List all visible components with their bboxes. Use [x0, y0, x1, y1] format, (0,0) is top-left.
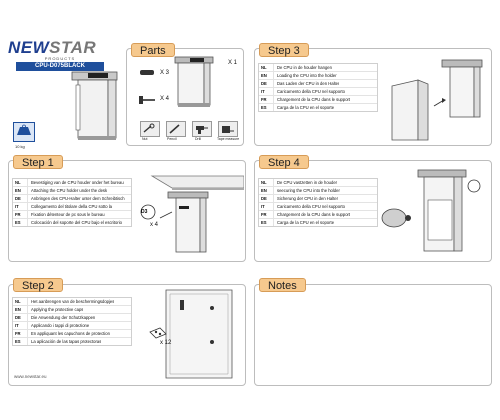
lang-code: DE	[13, 195, 28, 202]
lang-text: Caricamento della CPU nel supporto	[277, 204, 345, 209]
lang-text: De CPU vastzetten in de houder	[277, 180, 338, 185]
step1-title: Step 1	[13, 155, 63, 169]
step4-illustration	[381, 169, 481, 252]
model-badge: CPU-D075BLACK	[16, 62, 104, 71]
step3-illustration	[391, 59, 483, 141]
lang-code: ES	[13, 219, 28, 226]
lang-code: NL	[13, 179, 28, 186]
lang-text: Carga de la CPU en el soporte	[277, 220, 335, 225]
notes-panel	[254, 284, 492, 386]
lang-code: DE	[259, 80, 274, 87]
lang-code: FR	[13, 330, 28, 337]
lang-text: Chargement de la CPU dans le support	[277, 97, 351, 102]
step4-title: Step 4	[259, 155, 309, 169]
lang-text: Fixation détenteur de pc sous le bureau	[31, 212, 105, 217]
lang-code: FR	[259, 96, 274, 103]
screw-icon	[139, 96, 155, 104]
lang-code: DE	[259, 195, 274, 202]
tool-tape	[218, 121, 238, 137]
lang-text: Chargement de la CPU dans le support	[277, 212, 351, 217]
lang-text: Collegamento del titolare della CPU sott…	[31, 204, 113, 209]
lang-code: EN	[13, 187, 28, 194]
tool-drill	[192, 121, 212, 137]
tool-label-pencil: Pencil	[167, 137, 177, 141]
holder-part-image	[174, 56, 214, 107]
lang-code: FR	[13, 211, 28, 218]
weight-badge	[13, 122, 35, 142]
lang-code: EN	[259, 72, 274, 79]
caps-icon	[140, 70, 154, 75]
lang-code: NL	[13, 298, 28, 305]
lang-text: Bevestiging van de CPU houder onder het …	[31, 180, 124, 185]
step1-illustration	[140, 175, 244, 253]
lang-code: ES	[259, 219, 274, 226]
lang-code: NL	[259, 179, 274, 186]
pencil-icon	[169, 124, 180, 134]
website-link[interactable]: www.newstar.eu	[14, 374, 47, 379]
caps-qty: X 3	[160, 70, 170, 76]
lang-text: Het aanbrengen van de beschermingsdopjes	[31, 299, 115, 304]
lang-text: Loading the CPU into the holder	[277, 73, 337, 78]
lang-text: Anbringen des CPU-Halter unter dem Schre…	[31, 196, 125, 201]
lang-code: IT	[13, 203, 28, 210]
step2-qty: x 12	[160, 340, 172, 346]
tool-label-drill: Drill	[195, 137, 202, 141]
lang-text: En appliquant les capuchons de protectio…	[31, 331, 110, 336]
lang-text: La aplicación de las tapas protectoras	[31, 339, 102, 344]
step1-qty: x 4	[150, 222, 159, 228]
lang-code: NL	[259, 64, 274, 71]
lang-code: FR	[259, 211, 274, 218]
lang-text: seecuring the CPU into the holder	[277, 188, 340, 193]
step2-illustration	[149, 289, 233, 379]
brand-subtitle: PRODUCTS	[44, 56, 76, 61]
tool-label-tape: Tape measure	[217, 137, 240, 141]
lang-code: IT	[259, 88, 274, 95]
holder-qty: X 1	[228, 60, 238, 66]
screws-qty: X 4	[160, 96, 170, 102]
drill-icon	[196, 126, 208, 134]
lang-code: ES	[13, 338, 28, 345]
lang-text: Applicando i tappi di protezione	[31, 323, 90, 328]
lang-code: EN	[259, 187, 274, 194]
lang-text: Colocación del soporte del CPU bajo el e…	[31, 220, 123, 225]
tape-measure-icon	[222, 126, 234, 133]
lang-text: Das Laden der CPU in den Halter	[277, 81, 340, 86]
lang-code: EN	[13, 306, 28, 313]
lang-text: Die Anwendung der Schutzkappen	[31, 315, 96, 320]
brand-name-a: NEW	[8, 38, 50, 57]
lang-text: Applying the protective caps	[31, 307, 84, 312]
lang-text: De CPU in de houder hangen	[277, 65, 332, 70]
brand-name-b: STAR	[49, 38, 97, 57]
tool-label-nut: Nut	[142, 137, 148, 141]
lang-text: Sicherung der CPU in den Halter	[277, 196, 338, 201]
lang-code: IT	[13, 322, 28, 329]
lang-code: ES	[259, 104, 274, 111]
lang-code: IT	[259, 203, 274, 210]
lang-text: Carga de la CPU en el soporte	[277, 105, 335, 110]
lang-code: DE	[13, 314, 28, 321]
lang-text: Caricamento della CPU nel supporto	[277, 89, 345, 94]
nut-icon	[143, 123, 155, 133]
weight-label: 10 kg	[15, 144, 25, 149]
tool-pencil	[166, 121, 186, 137]
step2-title: Step 2	[13, 278, 63, 292]
step3-title: Step 3	[259, 43, 309, 57]
step1-callout-label: D3	[141, 209, 148, 215]
weight-icon	[17, 124, 31, 135]
brand-logo: NEWSTAR PRODUCTS	[8, 38, 112, 61]
tool-nut	[140, 121, 160, 137]
product-illustration	[71, 71, 118, 140]
lang-text: Attaching the CPU holder under the desk	[31, 188, 108, 193]
notes-title: Notes	[259, 278, 306, 292]
parts-title: Parts	[131, 43, 175, 57]
